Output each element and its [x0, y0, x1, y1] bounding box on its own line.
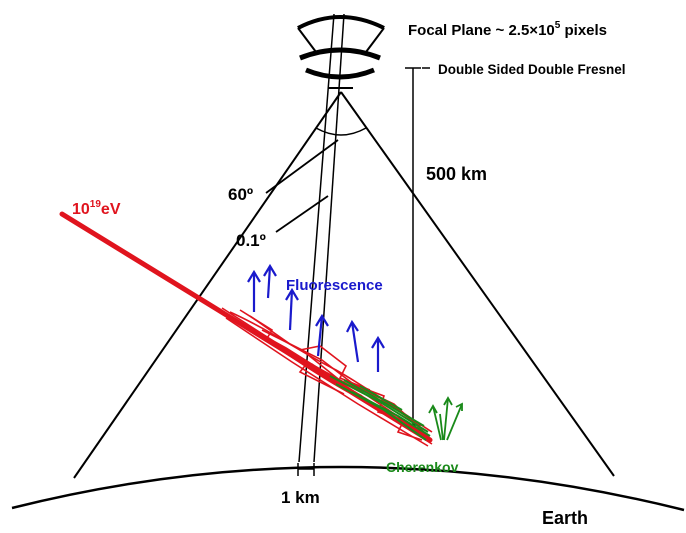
- fov-angle-label: 60º: [228, 185, 253, 204]
- fov-angle-leader: [265, 139, 339, 194]
- fov-left-edge: [73, 91, 342, 479]
- fluorescence-label: Fluorescence: [286, 277, 383, 294]
- energy-label: 1019eV: [72, 199, 121, 218]
- pixel-angle-label: 0.1º: [236, 231, 266, 250]
- focal-plane-label: Focal Plane ~ 2.5×105 pixels: [408, 20, 607, 39]
- altitude-indicator: [405, 67, 430, 426]
- footprint-label: 1 km: [281, 488, 320, 507]
- telescope: [297, 15, 385, 136]
- cherenkov-arrows: [428, 396, 463, 441]
- air-shower: [221, 307, 433, 447]
- cherenkov-light: [329, 375, 431, 441]
- fluorescence-arrows: [247, 263, 385, 372]
- earth-curve: [11, 465, 685, 512]
- cherenkov-label: Cherenkov: [386, 459, 459, 475]
- fov-right-edge: [340, 91, 615, 477]
- pixel-angle-leader: [275, 195, 329, 233]
- fresnel-label: Double Sided Double Fresnel: [438, 62, 626, 77]
- earth-label: Earth: [542, 508, 588, 528]
- footprint-marker: [297, 463, 315, 476]
- altitude-label: 500 km: [426, 164, 487, 184]
